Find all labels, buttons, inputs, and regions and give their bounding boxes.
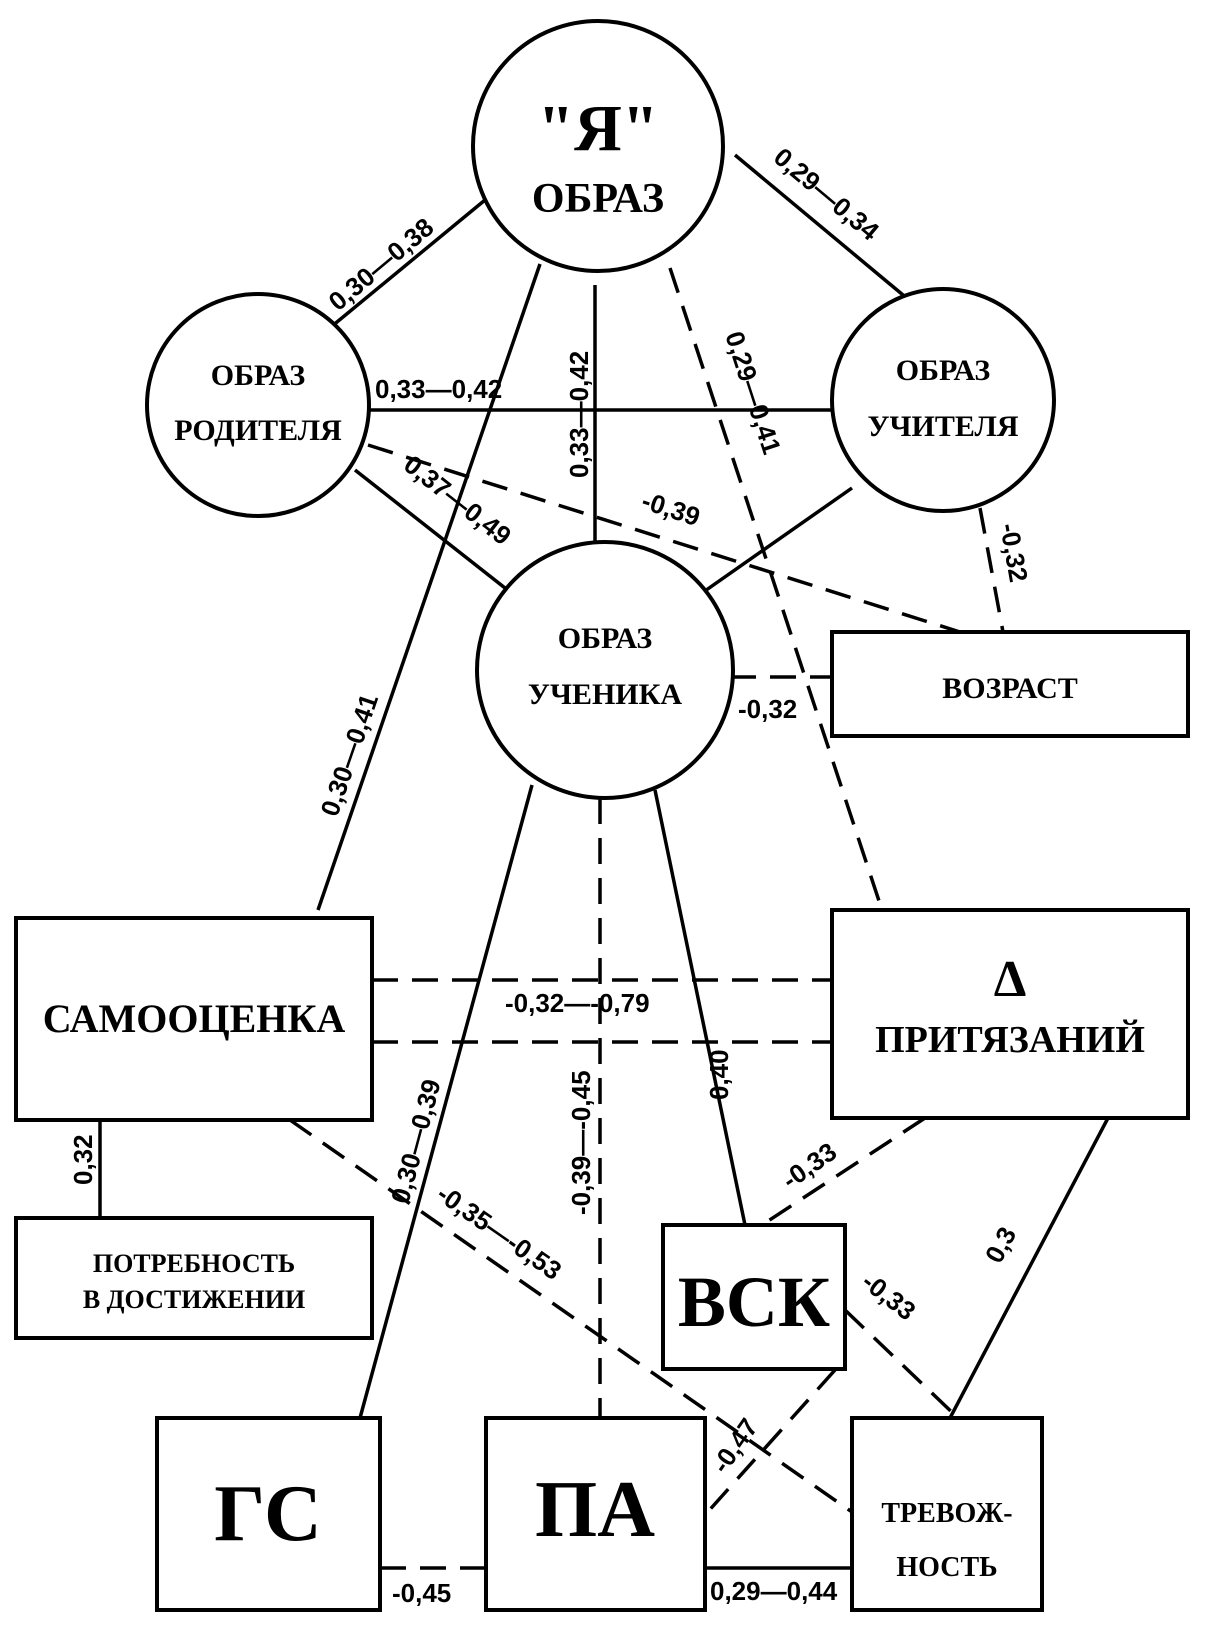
anxiety-line1: ТРЕВОЖ- bbox=[881, 1498, 1012, 1529]
edge-self-parent bbox=[318, 198, 487, 338]
label-selfesteem-aspiration: -0,32—-0,79 bbox=[505, 988, 650, 1018]
vsk-label: ВСК bbox=[678, 1262, 830, 1342]
label-pa-anxiety: 0,29—0,44 bbox=[710, 1576, 838, 1606]
edge-self-aspiration bbox=[668, 267, 884, 911]
node-achievement-need: ПОТРЕБНОСТЬ В ДОСТИЖЕНИИ bbox=[14, 1216, 374, 1340]
node-teacher-image: ОБРАЗ УЧИТЕЛЯ bbox=[830, 287, 1056, 513]
label-selfesteem-need: 0,32 bbox=[68, 1134, 98, 1185]
student-image-line1: ОБРАЗ bbox=[558, 622, 653, 655]
label-aspiration-anxiety: 0,3 bbox=[979, 1222, 1022, 1268]
anxiety-line2: НОСТЬ bbox=[896, 1552, 997, 1583]
label-student-pa: -0,39—-0,45 bbox=[566, 1070, 596, 1215]
node-age: ВОЗРАСТ bbox=[830, 630, 1190, 738]
edges bbox=[98, 153, 1110, 1570]
label-parent-teacher: 0,33—0,42 bbox=[375, 374, 502, 404]
node-aspiration: Δ ПРИТЯЗАНИЙ bbox=[830, 908, 1190, 1120]
label-vsk-anxiety: -0,33 bbox=[856, 1266, 921, 1326]
label-parent-student: 0,37—0,49 bbox=[398, 449, 517, 551]
teacher-image-line1: ОБРАЗ bbox=[896, 354, 991, 387]
edge-teacher-age bbox=[978, 507, 1005, 633]
edge-self-selfesteem bbox=[316, 263, 542, 911]
age-label: ВОЗРАСТ bbox=[942, 672, 1078, 705]
self-esteem-label: САМООЦЕНКА bbox=[43, 996, 346, 1041]
edge-aspiration-vsk bbox=[761, 1116, 926, 1227]
node-parent-image: ОБРАЗ РОДИТЕЛЯ bbox=[145, 292, 371, 518]
label-self-aspiration: 0,29—0,41 bbox=[719, 328, 787, 458]
aspiration-label: ПРИТЯЗАНИЙ bbox=[875, 1019, 1145, 1061]
label-self-parent: 0,30—0,38 bbox=[323, 212, 440, 317]
label-gs-pa: -0,45 bbox=[392, 1578, 451, 1608]
self-image-subtitle: ОБРАЗ bbox=[532, 176, 664, 222]
node-pa: ПА bbox=[484, 1416, 707, 1612]
label-student-gs: 0,30—0,39 bbox=[385, 1076, 447, 1207]
label-self-selfesteem: 0,30—0,41 bbox=[314, 690, 384, 820]
node-student-image: ОБРАЗ УЧЕНИКА bbox=[475, 540, 735, 800]
edge-parent-student bbox=[353, 468, 507, 590]
edge-vsk-pa bbox=[703, 1368, 837, 1517]
gs-label: ГС bbox=[214, 1470, 322, 1558]
edge-teacher-student bbox=[700, 486, 854, 595]
label-teacher-age: -0,32 bbox=[994, 521, 1034, 585]
achievement-need-line1: ПОТРЕБНОСТЬ bbox=[93, 1249, 295, 1278]
label-aspiration-vsk: -0,33 bbox=[776, 1136, 842, 1195]
node-gs: ГС bbox=[155, 1416, 382, 1612]
label-student-age: -0,32 bbox=[738, 694, 797, 724]
edge-student-gs bbox=[358, 784, 534, 1419]
achievement-need-line2: В ДОСТИЖЕНИИ bbox=[83, 1285, 305, 1314]
edge-student-vsk bbox=[653, 789, 747, 1226]
label-selfesteem-anxiety: -0,35—-0,53 bbox=[432, 1178, 568, 1285]
edge-aspiration-anxiety bbox=[948, 1117, 1110, 1419]
edge-selfesteem-anxiety bbox=[288, 1118, 854, 1514]
nodes: "Я" ОБРАЗ ОБРАЗ РОДИТЕЛЯ ОБРАЗ УЧИТЕЛЯ О… bbox=[14, 19, 1190, 1612]
label-parent-age: -0,39 bbox=[638, 485, 704, 532]
label-self-student: 0,33—0,42 bbox=[564, 351, 594, 478]
node-self-image: "Я" ОБРАЗ bbox=[471, 19, 725, 273]
student-image-line2: УЧЕНИКА bbox=[528, 678, 682, 711]
node-self-esteem: САМООЦЕНКА bbox=[14, 916, 374, 1122]
pa-label: ПА bbox=[535, 1466, 655, 1554]
label-student-vsk: 0,40 bbox=[704, 1049, 734, 1100]
node-anxiety: ТРЕВОЖ- НОСТЬ bbox=[850, 1416, 1044, 1612]
parent-image-line2: РОДИТЕЛЯ bbox=[174, 414, 342, 447]
aspiration-delta: Δ bbox=[994, 951, 1027, 1008]
teacher-image-line2: УЧИТЕЛЯ bbox=[867, 410, 1018, 443]
edge-vsk-anxiety bbox=[843, 1308, 960, 1420]
node-vsk: ВСК bbox=[661, 1223, 847, 1371]
edge-self-teacher bbox=[733, 153, 917, 307]
parent-image-line1: ОБРАЗ bbox=[211, 359, 306, 392]
self-image-title: "Я" bbox=[538, 92, 659, 165]
